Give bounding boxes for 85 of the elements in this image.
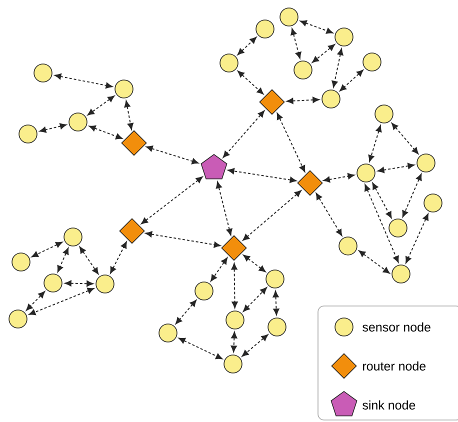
arrow	[243, 287, 267, 312]
arrow	[175, 300, 197, 324]
legend-label: router node	[363, 361, 426, 371]
arrow	[124, 100, 134, 130]
arrow	[54, 73, 113, 89]
sensor-circle	[220, 54, 238, 72]
arrow	[358, 250, 390, 274]
arrow	[32, 242, 63, 258]
router-diamond	[119, 218, 145, 244]
arrow	[364, 184, 399, 263]
sensor-circle	[294, 60, 312, 80]
arrow	[28, 288, 94, 316]
sensor-circle	[96, 274, 114, 294]
arrow	[146, 146, 199, 164]
arrow	[237, 36, 257, 56]
arrow	[332, 48, 344, 88]
arrow	[210, 257, 228, 282]
arrow	[243, 254, 266, 272]
arrow	[286, 96, 320, 104]
arrow	[64, 280, 94, 287]
sensor-circle	[12, 252, 30, 272]
arrow	[276, 112, 306, 172]
router-diamond	[297, 170, 323, 196]
arrow	[222, 110, 265, 158]
arrow	[79, 246, 99, 274]
sensor-circle	[392, 264, 410, 284]
arrow	[290, 28, 302, 59]
sensor-circle	[424, 194, 442, 212]
arrow	[316, 192, 342, 236]
sensor-circle	[114, 80, 134, 98]
sensor-circle	[362, 52, 382, 72]
arrow	[242, 334, 268, 357]
arrow	[141, 176, 203, 224]
sensor-circle	[68, 112, 88, 132]
sensor-circle	[266, 270, 284, 288]
sensor-circle	[268, 318, 286, 336]
arrow	[178, 338, 222, 360]
arrow	[145, 231, 221, 248]
sensor-circle	[338, 236, 358, 256]
arrow	[378, 162, 414, 174]
sensor-circle	[256, 20, 274, 38]
arrow	[110, 242, 127, 274]
sensor-circle	[194, 282, 214, 300]
router-diamond	[221, 235, 247, 261]
arrow	[216, 182, 232, 236]
arrow	[340, 70, 364, 92]
legend-label: sensor node	[362, 322, 430, 332]
sensor-circle	[34, 64, 52, 82]
arrow	[238, 70, 264, 94]
arrow	[372, 182, 392, 218]
sensor-circle	[64, 228, 82, 246]
arrow	[230, 332, 238, 352]
arrow	[228, 168, 297, 183]
arrow	[391, 122, 419, 154]
sensor-circle	[322, 90, 340, 108]
arrow	[231, 263, 238, 308]
sensor-circle	[8, 310, 28, 328]
arrow	[26, 291, 45, 311]
arrow	[242, 190, 302, 241]
sensor-circle	[334, 28, 354, 46]
sensor-circle	[356, 164, 376, 182]
sensor-circle	[388, 218, 408, 238]
router-diamond	[259, 89, 285, 115]
arrow	[406, 214, 428, 264]
sensor-circle	[416, 154, 436, 172]
sink-pentagon	[200, 154, 228, 180]
sensor-circle	[280, 8, 298, 26]
arrow	[87, 96, 115, 116]
arrow	[402, 174, 422, 218]
sensor-circle	[374, 104, 394, 124]
sensor-circle	[44, 274, 62, 292]
arrow	[368, 125, 382, 162]
arrow	[272, 290, 280, 316]
legend-label: sink node	[362, 400, 416, 410]
sensor-circle	[224, 354, 242, 374]
arrow	[312, 44, 335, 63]
sensor-circle	[158, 324, 178, 342]
arrow	[300, 20, 334, 34]
arrow	[39, 123, 67, 133]
arrow	[323, 173, 354, 183]
arrow	[57, 248, 69, 272]
sensor-circle	[18, 124, 38, 144]
router-diamond	[121, 130, 147, 156]
arrow	[88, 125, 123, 140]
sensor-circle	[226, 310, 244, 330]
